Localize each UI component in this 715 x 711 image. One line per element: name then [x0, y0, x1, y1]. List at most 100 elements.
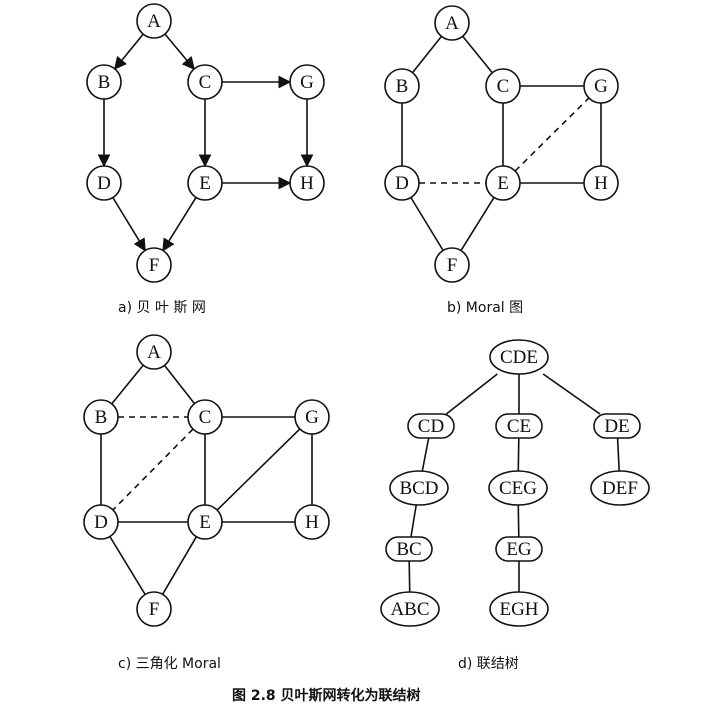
node-c-c: C — [187, 399, 223, 435]
separator-ce: CE — [495, 413, 543, 439]
node-a-d: D — [86, 165, 122, 201]
panel-d-junction-tree: CDE CD CE DE BCD CEG DEF BC EG ABC EGH — [380, 339, 650, 627]
node-label: D — [395, 173, 409, 194]
separator-cd: CD — [407, 413, 455, 439]
tree-edge-de-def — [616, 437, 620, 472]
tree-edge-ceg-eg — [517, 504, 520, 538]
node-label: D — [94, 512, 108, 533]
node-b-h: H — [583, 165, 619, 201]
edge-b-a-b — [411, 35, 443, 74]
node-label: E — [199, 173, 211, 194]
node-label: A — [445, 13, 459, 34]
node-label: H — [305, 512, 319, 533]
tree-edge-cde-cd — [445, 373, 498, 415]
caption-a: a) 贝 叶 斯 网 — [118, 300, 206, 316]
tree-edge-ce-ceg — [517, 437, 520, 472]
node-label: C — [199, 407, 212, 428]
node-label: H — [594, 173, 608, 194]
node-label: EG — [506, 539, 532, 560]
node-label: CD — [418, 416, 444, 437]
edge-b-e-f — [460, 197, 495, 251]
node-label: B — [95, 407, 108, 428]
clique-egh: EGH — [489, 591, 549, 627]
node-label: C — [199, 72, 212, 93]
node-label: B — [98, 72, 111, 93]
node-label: C — [497, 76, 510, 97]
panel-c-triangulated-moral: A B C D E F G H — [83, 334, 330, 627]
edge-c-d-f — [109, 536, 146, 595]
clique-abc: ABC — [380, 591, 440, 627]
tree-edge-bc-abc — [408, 560, 411, 593]
node-b-a: A — [434, 5, 470, 41]
caption-d: d) 联结树 — [458, 656, 519, 672]
node-b-b: B — [384, 68, 420, 104]
tree-edge-cde-de — [542, 373, 601, 415]
node-label: A — [147, 342, 161, 363]
edge-c-a-b — [111, 364, 144, 405]
node-label: E — [199, 512, 211, 533]
edge-b-e-g — [514, 97, 590, 172]
node-c-a: A — [136, 334, 172, 370]
tree-edge-bcd-bc — [410, 504, 418, 538]
clique-def: DEF — [590, 470, 650, 506]
separator-de: DE — [593, 413, 641, 439]
edge-b-a-c — [462, 35, 493, 74]
clique-cde: CDE — [489, 339, 549, 375]
panel-b-moral-graph: A B C D E F G H — [384, 5, 619, 283]
node-label: G — [300, 72, 314, 93]
node-label: DE — [604, 416, 629, 437]
node-a-a: A — [136, 3, 172, 39]
node-label: CE — [507, 416, 531, 437]
node-label: E — [497, 173, 509, 194]
node-label: G — [305, 407, 319, 428]
node-label: CDE — [500, 347, 538, 368]
node-c-h: H — [294, 504, 330, 540]
separator-bc: BC — [385, 536, 433, 562]
node-label: BCD — [399, 478, 438, 499]
caption-c: c) 三角化 Moral — [118, 656, 221, 672]
edge-b-d-f — [410, 197, 444, 251]
node-label: F — [149, 255, 160, 276]
edge-a-a-b — [113, 33, 144, 70]
node-label: DEF — [602, 478, 638, 499]
separator-eg: EG — [495, 536, 543, 562]
node-label: D — [97, 173, 111, 194]
edge-c-e-g — [216, 428, 301, 511]
figure-caption: 图 2.8 贝叶斯网转化为联结树 — [232, 687, 421, 704]
panel-a-bayes-net: A B C D E F G H — [86, 3, 325, 283]
node-c-f: F — [136, 591, 172, 627]
node-label: A — [147, 11, 161, 32]
edge-a-e-f — [162, 197, 197, 252]
node-a-e: E — [187, 165, 223, 201]
node-label: CEG — [499, 478, 537, 499]
node-label: BC — [396, 539, 421, 560]
node-label: G — [594, 76, 608, 97]
clique-bcd: BCD — [389, 470, 449, 506]
edge-c-a-c — [163, 364, 196, 405]
node-b-e: E — [485, 165, 521, 201]
node-a-f: F — [136, 247, 172, 283]
node-b-d: D — [384, 165, 420, 201]
node-label: F — [149, 599, 160, 620]
clique-ceg: CEG — [488, 470, 548, 506]
node-label: EGH — [499, 599, 538, 620]
node-b-f: F — [434, 247, 470, 283]
node-label: ABC — [390, 599, 429, 620]
edge-a-a-c — [164, 33, 195, 70]
edge-c-c-d — [112, 428, 194, 511]
node-c-d: D — [83, 504, 119, 540]
node-label: B — [396, 76, 409, 97]
node-label: H — [300, 173, 314, 194]
node-b-g: G — [583, 68, 619, 104]
node-c-b: B — [83, 399, 119, 435]
caption-b: b) Moral 图 — [447, 300, 523, 316]
node-c-e: E — [187, 504, 223, 540]
edge-a-d-f — [112, 197, 146, 252]
node-label: F — [447, 255, 458, 276]
node-a-c: C — [187, 64, 223, 100]
edge-c-e-f — [161, 536, 198, 595]
node-a-b: B — [86, 64, 122, 100]
tree-edge-cd-bcd — [421, 437, 430, 472]
node-b-c: C — [485, 68, 521, 104]
